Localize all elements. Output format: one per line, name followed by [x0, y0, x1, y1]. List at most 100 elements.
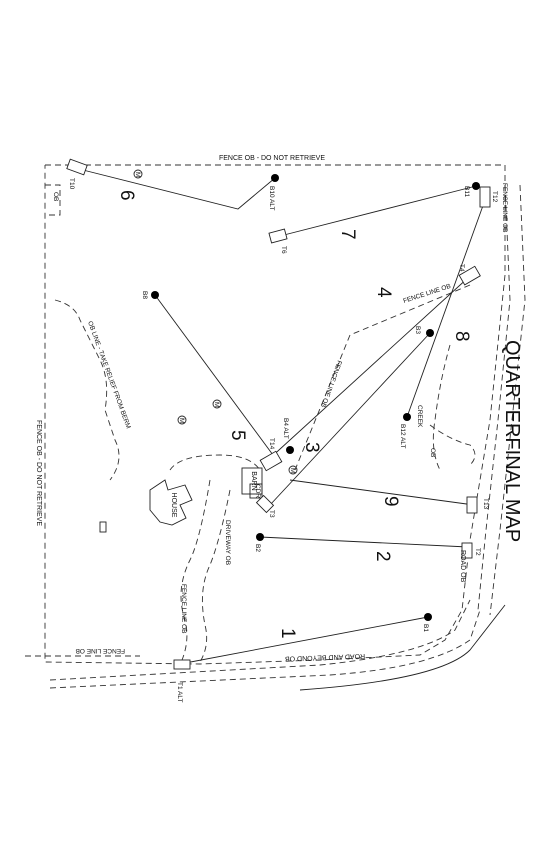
mandatory-marker-2 [212, 399, 222, 409]
hole-number-1: 1 [277, 628, 298, 639]
road-solid-edge [299, 604, 506, 691]
tee-6 [268, 228, 288, 244]
mandatory-marker-1 [133, 169, 143, 179]
basket-1 [424, 613, 432, 621]
hole-number-4: 4 [373, 287, 394, 298]
road-line-outer [49, 609, 481, 689]
ob-line-berm [54, 299, 120, 481]
tee-10 [66, 158, 88, 176]
fence-line-ob-right-label: FENCE LINE OB [501, 183, 508, 232]
hole-2-line [259, 536, 469, 548]
ob-corner-box [45, 184, 61, 216]
basket-2-label: B2 [254, 544, 261, 552]
small-structure [99, 521, 107, 533]
right-fence-inner [477, 184, 511, 611]
house-outline [149, 479, 193, 526]
mandatory-marker-4-label: M [289, 468, 296, 473]
hole-number-8: 8 [451, 331, 472, 342]
tee-12-label: T12 [491, 191, 498, 203]
driveway-loop [169, 454, 261, 471]
hole-8-line [406, 199, 486, 418]
driveway-line-right [199, 489, 231, 663]
tee-3 [255, 494, 275, 514]
road-label: ROAD AND BEYOND OB [285, 652, 366, 662]
basket-10-alt [271, 174, 279, 182]
fence-line-ob-diagonal [294, 284, 471, 471]
basket-4-alt [286, 446, 294, 454]
hole-number-2: 2 [372, 551, 393, 562]
tee-10-label: T10 [68, 178, 75, 190]
mandatory-markers: M M M M [133, 169, 298, 475]
fence-line-ob-bottom-label: FENCE LINE OB [76, 647, 125, 654]
fence-line-ob-drive-label: FENCE LINE OB [180, 584, 187, 633]
tee-1-alt [173, 659, 191, 670]
cdr-outline [249, 483, 263, 499]
hole-7-line [279, 185, 477, 237]
fence-line-ob-diag-label: FENCE LINE OB [319, 359, 343, 408]
tee-4 [458, 265, 481, 286]
tees: T1 ALT T2 T3 T4 T6 T10 T12 T13 T14 [66, 158, 498, 703]
mandatory-marker-3-label: M [178, 418, 185, 423]
driveway-line-left [180, 479, 211, 661]
tee-13-label: T13 [482, 498, 489, 510]
boundaries [25, 164, 526, 691]
hole-3-line [269, 332, 431, 506]
basket-10-label: B10 ALT [268, 186, 275, 210]
road-line-inner [49, 599, 471, 681]
fairways [74, 167, 486, 665]
basket-1-label: B1 [422, 624, 429, 632]
hole-number-5: 5 [227, 430, 248, 441]
hole-5-line [154, 294, 274, 456]
basket-8 [151, 291, 159, 299]
cdr-label: CDR [254, 484, 261, 498]
right-fence-outer [489, 184, 526, 616]
tee-6-label: T6 [280, 246, 287, 254]
driveway-label: DRIVEWAY OB [224, 520, 231, 565]
basket-8-label: B8 [141, 291, 148, 299]
basket-2 [256, 533, 264, 541]
basket-11 [472, 182, 480, 190]
tee-3-label: T3 [268, 510, 275, 518]
tee-4-label: T4 [458, 264, 465, 272]
ob-corner-label: OB [52, 192, 59, 201]
house-label: HOUSE [170, 493, 177, 518]
tee-13 [466, 496, 478, 514]
basket-12-label: B12 ALT [399, 424, 406, 448]
hole-4-line [267, 275, 471, 461]
hole-numbers: 1 2 3 4 5 6 7 8 9 [116, 190, 472, 639]
map-title: QUARTERFINAL MAP [501, 340, 523, 542]
hole-number-3: 3 [301, 442, 322, 453]
hole-number-6: 6 [116, 190, 137, 201]
hole-9-line [289, 479, 475, 506]
basket-11-label: B11 [463, 186, 470, 197]
buildings: HOUSE BARN CDR [99, 467, 263, 533]
road-ob-label: ROAD OB [459, 550, 466, 583]
creek-ob-label: OB [429, 448, 436, 457]
tee-12 [479, 186, 491, 208]
creek-label: CREEK [416, 405, 423, 428]
tee-2-label: T2 [474, 548, 481, 556]
barn-outline [241, 467, 263, 495]
hole-6-line [74, 167, 276, 210]
creek-ob-line [429, 424, 476, 466]
baskets: B1 B2 B3 B4 ALT B8 B10 ALT B11 B12 ALT [141, 174, 480, 632]
mandatory-marker-2-label: M [213, 402, 220, 407]
mandatory-marker-4 [288, 465, 298, 475]
tee-1-label: T1 ALT [176, 682, 183, 703]
hole-number-9: 9 [380, 496, 401, 507]
basket-3-label: B3 [414, 326, 421, 334]
hole-1-line [179, 616, 429, 665]
basket-12-alt [403, 413, 411, 421]
tee-14 [259, 450, 283, 472]
basket-4-label: B4 ALT [282, 418, 289, 439]
top-fence-label: FENCE OB - DO NOT RETRIEVE [219, 155, 325, 162]
ob-line-label: OB LINE - TAKE RELIEF FROM BERM [86, 320, 132, 429]
property-fence-line [44, 164, 506, 665]
basket-3 [426, 329, 434, 337]
mandatory-marker-1-label: M [134, 172, 141, 177]
mandatory-marker-3 [177, 415, 187, 425]
fence-line-ob-mid-label: FENCE LINE OB [402, 283, 451, 305]
tee-2 [461, 542, 473, 559]
boundary-labels: FENCE OB - DO NOT RETRIEVE FENCE OB - DO… [35, 155, 508, 662]
barn-label: BARN [250, 471, 257, 490]
